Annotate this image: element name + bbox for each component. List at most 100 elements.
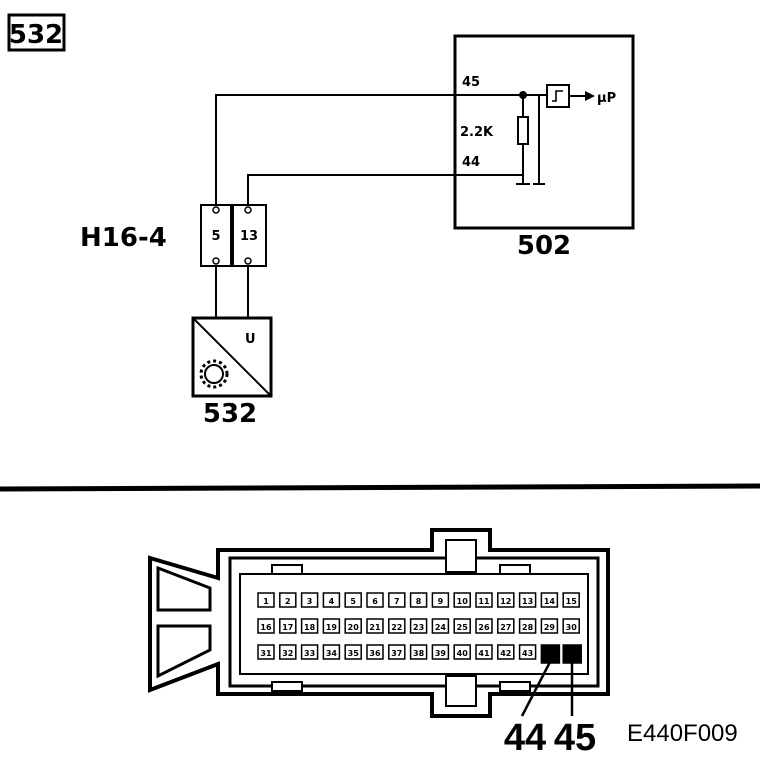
- plug-pin-42: [497, 644, 515, 660]
- plug-pin-label: 9: [438, 597, 444, 606]
- callout-pin-44: 44: [504, 717, 546, 758]
- plug-pin-label: 13: [522, 597, 533, 606]
- plug-pin-29: [540, 618, 559, 634]
- plug-pin-label: 20: [348, 623, 360, 632]
- ecu-502: 45 44 2.2K µP 502: [453, 34, 635, 261]
- sensor-label: 532: [203, 399, 257, 429]
- plug-pin-label: 5: [350, 597, 356, 606]
- plug-pin-7: [388, 592, 406, 608]
- plug-pin-label: 30: [566, 623, 578, 632]
- plug-pin-label: 32: [282, 649, 293, 658]
- plug-pin-label: 19: [326, 623, 338, 632]
- plug-pin-44: [540, 644, 561, 664]
- schmitt-trigger-icon: [546, 84, 570, 108]
- ecu-pin-44: 44: [462, 155, 480, 170]
- plug-pin-26: [475, 618, 493, 634]
- microprocessor-label: µP: [597, 91, 616, 106]
- plug-pin-31: [257, 644, 275, 660]
- resistor-symbol: [517, 116, 529, 145]
- plug-pin-label: 18: [304, 623, 316, 632]
- plug-pin-30: [562, 618, 580, 634]
- plug-pin-label: 43: [522, 649, 533, 658]
- plug-pin-label: 34: [326, 649, 338, 658]
- plug-pin-34: [322, 644, 341, 660]
- plug-pin-label: 42: [500, 649, 511, 658]
- plug-pin-label: 10: [457, 597, 469, 606]
- plug-pin-label: 28: [522, 623, 534, 632]
- plug-pin-label: 1: [263, 597, 269, 606]
- plug-pin-9: [431, 592, 450, 608]
- plug-pin-10: [453, 592, 471, 608]
- plug-pin-label: 26: [478, 623, 490, 632]
- plug-pin-label: 3: [307, 597, 313, 606]
- plug-pin-label: 41: [478, 649, 490, 658]
- plug-pin-label: 14: [544, 597, 556, 606]
- plug-pin-5: [344, 592, 362, 608]
- plug-pin-27: [497, 618, 515, 634]
- plug-pin-label: 17: [282, 623, 293, 632]
- ecu-pin-45: 45: [462, 75, 480, 90]
- plug-pin-label: 7: [394, 597, 400, 606]
- plug-pin-24: [431, 618, 450, 634]
- plug-pin-label: 16: [260, 623, 272, 632]
- plug-pin-14: [540, 592, 559, 608]
- plug-pin-label: 21: [369, 623, 381, 632]
- plug-pin-6: [366, 592, 384, 608]
- plug-pin-17: [279, 618, 297, 634]
- plug-pin-35: [344, 644, 362, 660]
- plug-pin-label: 15: [566, 597, 578, 606]
- plug-pin-label: 39: [435, 649, 447, 658]
- plug-pin-11: [475, 592, 493, 608]
- plug-pin-32: [279, 644, 297, 660]
- plug-pin-label: 29: [544, 623, 556, 632]
- plug-pin-1: [257, 592, 275, 608]
- arrow-icon: [585, 91, 595, 101]
- plug-pin-label: 35: [348, 649, 360, 658]
- plug-pin-3: [300, 592, 319, 608]
- plug-pin-label: 8: [416, 597, 422, 606]
- plug-pin-33: [300, 644, 319, 660]
- plug-pin-label: 38: [413, 649, 425, 658]
- plug-pin-label: 31: [260, 649, 272, 658]
- sensor-voltage-symbol: U: [245, 332, 256, 347]
- connector-pin-13: 13: [240, 229, 258, 244]
- connector-pin-5: 5: [211, 229, 220, 244]
- plug-pin-19: [322, 618, 341, 634]
- plug-pin-43: [518, 644, 537, 660]
- plug-pin-label: 4: [329, 597, 335, 606]
- plug-pin-45: [562, 644, 582, 664]
- reference-number: 532: [9, 20, 63, 50]
- plug-pin-label: 25: [457, 623, 469, 632]
- figure-id: E440F009: [627, 720, 738, 747]
- plug-pin-16: [257, 618, 275, 634]
- section-divider: [0, 483, 761, 492]
- plug-pin-8: [409, 592, 428, 608]
- plug-pin-36: [366, 644, 384, 660]
- plug-pin-37: [388, 644, 406, 660]
- plug-pin-label: 33: [304, 649, 315, 658]
- plug-pin-39: [431, 644, 450, 660]
- plug-pin-12: [497, 592, 515, 608]
- plug-pin-13: [518, 592, 537, 608]
- plug-pin-23: [409, 618, 428, 634]
- reference-box: 532: [7, 13, 66, 52]
- plug-pin-label: 6: [372, 597, 378, 606]
- plug-pin-label: 22: [391, 623, 402, 632]
- plug-pin-4: [322, 592, 341, 608]
- plug-pin-label: 11: [478, 597, 490, 606]
- plug-pin-label: 37: [391, 649, 402, 658]
- harness-wires: [215, 94, 455, 318]
- plug-pin-25: [453, 618, 471, 634]
- connector-h16-4: 5 13 H16-4: [80, 204, 267, 267]
- plug-pin-18: [300, 618, 319, 634]
- plug-pin-2: [279, 592, 297, 608]
- plug-pin-label: 12: [500, 597, 511, 606]
- plug-pin-21: [366, 618, 384, 634]
- plug-pin-label: 24: [435, 623, 447, 632]
- plug-pin-38: [409, 644, 428, 660]
- plug-pin-label: 40: [457, 649, 469, 658]
- plug-pin-28: [518, 618, 537, 634]
- plug-pin-label: 2: [285, 597, 291, 606]
